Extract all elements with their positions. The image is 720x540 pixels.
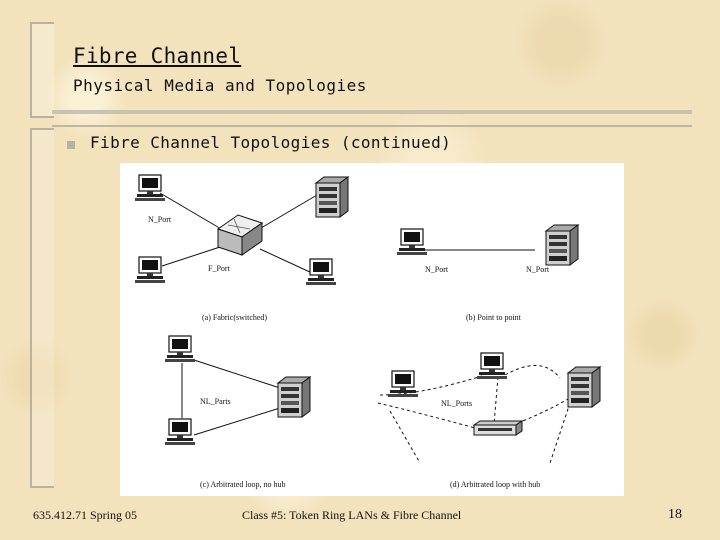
caption-loop-with-hub: (d) Arbitrated loop with hub (450, 480, 540, 489)
bullet-square-icon (67, 141, 75, 149)
fabric-switch-icon (216, 214, 264, 256)
label-n-port: N_Port (148, 215, 172, 224)
caption-point-to-point: (b) Point to point (466, 313, 522, 322)
body-frame-rule (52, 125, 692, 127)
loop-with-hub-diagram: NL_Ports (d) Arbitrated loop with hub (377, 352, 601, 489)
server-icon (545, 224, 579, 266)
point-to-point-diagram: N_Port N_Port (b) Point to point (396, 224, 579, 322)
link-a4 (259, 248, 313, 274)
workstation-icon (134, 174, 166, 202)
slide-subtitle: Physical Media and Topologies (73, 76, 367, 95)
bullet-text: Fibre Channel Topologies (continued) (90, 133, 452, 152)
title-frame-rule (52, 110, 692, 114)
fabric-diagram: N_Port F_Port (a) Fabric(switched) (134, 174, 349, 322)
link-a2 (255, 194, 318, 232)
label-f-port: F_Port (208, 264, 231, 273)
workstation-icon (164, 335, 196, 363)
topologies-figure: N_Port F_Port (a) Fabric(switched) N_Por… (120, 163, 624, 496)
slide-title: Fibre Channel (73, 44, 242, 68)
server-icon (277, 376, 311, 418)
hub-icon (472, 420, 524, 436)
page-number: 18 (668, 507, 682, 522)
link-c2 (193, 359, 281, 389)
caption-fabric: (a) Fabric(switched) (202, 313, 267, 322)
label-nl-ports: NL_Ports (441, 399, 472, 408)
caption-loop-no-hub: (c) Arbitrated loop, no hub (200, 480, 286, 489)
server-icon (315, 176, 349, 218)
workstation-icon (164, 418, 196, 446)
label-n-port: N_Port (425, 265, 449, 274)
link-a1 (159, 192, 229, 234)
link-c3 (193, 407, 281, 436)
label-nl-ports: NL_Parts (200, 397, 231, 406)
server-icon (567, 366, 601, 408)
workstation-icon (476, 352, 508, 380)
loop-no-hub-diagram: NL_Parts (c) Arbitrated loop, no hub (164, 335, 311, 489)
title-frame-bracket (30, 22, 54, 118)
label-n-port: N_Port (526, 265, 550, 274)
footer-course: 635.412.71 Spring 05 (33, 508, 138, 522)
body-frame-bracket (30, 128, 54, 488)
workstation-icon (134, 256, 166, 284)
workstation-icon (305, 258, 337, 286)
footer-class: Class #5: Token Ring LANs & Fibre Channe… (242, 508, 462, 522)
link-a3 (161, 246, 221, 267)
workstation-icon (396, 228, 428, 256)
workstation-icon (387, 370, 419, 398)
